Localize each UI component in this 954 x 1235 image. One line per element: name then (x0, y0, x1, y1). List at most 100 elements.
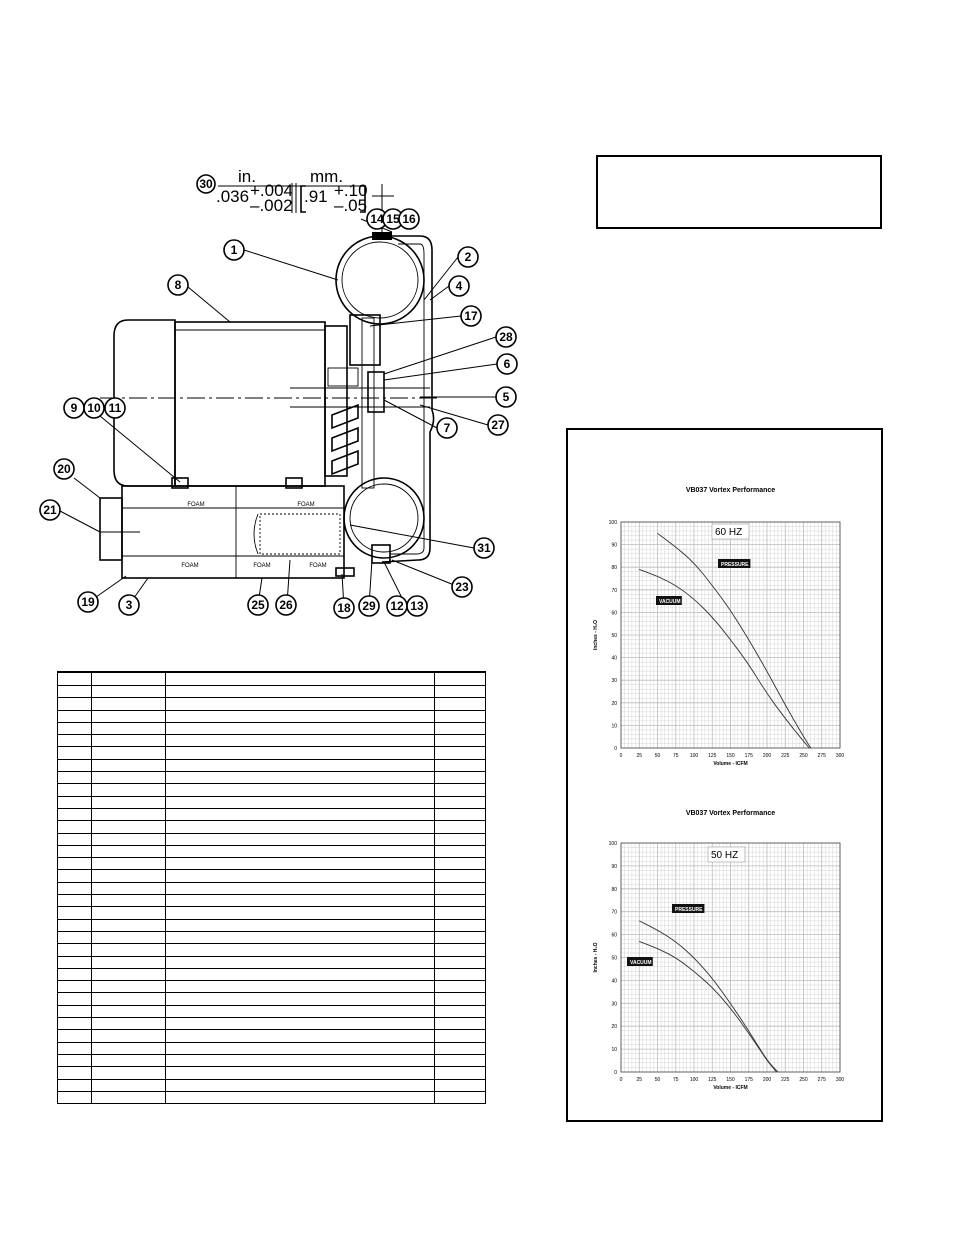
table-cell (91, 820, 166, 834)
svg-text:30: 30 (199, 177, 213, 191)
y-tick-label: 90 (611, 543, 617, 549)
table-cell (434, 734, 486, 748)
svg-text:25: 25 (251, 598, 265, 612)
table-cell (165, 758, 435, 773)
table-cell (165, 671, 435, 686)
table-cell (165, 980, 435, 994)
table-cell (57, 1090, 92, 1105)
svg-text:7: 7 (444, 421, 451, 435)
table-cell (434, 721, 486, 736)
foam-label-1: FOAM (187, 502, 204, 508)
table-cell (165, 1078, 435, 1092)
table-cell (434, 844, 486, 859)
table-cell (434, 1041, 486, 1055)
table-row (57, 1053, 486, 1068)
y-tick-label: 80 (611, 887, 617, 893)
callout-19: 19 (77, 591, 99, 613)
table-row (57, 746, 486, 760)
x-tick-label: 250 (799, 753, 808, 759)
y-axis-label: Inches - H₂O (593, 942, 599, 972)
table-row (57, 918, 486, 932)
callout-21: 21 (39, 499, 61, 521)
x-axis-label: Volume - ICFM (713, 1085, 747, 1091)
dim-mm-base: .91 (304, 187, 328, 206)
table-cell (434, 992, 486, 1006)
table-cell (165, 894, 435, 908)
table-cell (165, 721, 435, 736)
table-cell (91, 795, 166, 809)
table-row (57, 881, 486, 896)
svg-text:5: 5 (503, 390, 510, 404)
blower-housing (331, 232, 435, 564)
foam-label-4: FOAM (253, 563, 270, 569)
table-row (57, 894, 486, 908)
table-cell (57, 697, 92, 711)
table-cell (91, 1017, 166, 1031)
x-tick-label: 0 (620, 753, 623, 759)
table-cell (165, 844, 435, 859)
x-tick-label: 250 (799, 1077, 808, 1083)
table-row (57, 1066, 486, 1080)
table-row (57, 1017, 486, 1031)
table-cell (434, 1066, 486, 1080)
series-line-pressure (657, 532, 812, 749)
table-cell (91, 857, 166, 871)
table-cell (91, 1090, 166, 1105)
x-tick-label: 25 (636, 753, 642, 759)
table-cell (434, 807, 486, 822)
svg-text:15: 15 (386, 212, 400, 226)
table-cell (91, 881, 166, 896)
table-cell (434, 832, 486, 846)
table-cell (91, 771, 166, 785)
callout-2: 2 (457, 246, 479, 268)
dim-in-plus: +.004 (250, 181, 293, 200)
table-cell (434, 918, 486, 932)
x-tick-label: 225 (781, 753, 790, 759)
callout-18: 18 (333, 597, 355, 619)
tolerance-block: 30 in. mm. .036 +.004 –.002 .91 +.10 –.0… (196, 167, 394, 240)
y-tick-label: 10 (611, 723, 617, 729)
table-cell (57, 709, 92, 723)
table-row (57, 1090, 486, 1105)
callout-23: 23 (451, 576, 473, 598)
callout-16: 16 (398, 208, 420, 230)
table-cell (91, 783, 166, 797)
table-row (57, 1004, 486, 1019)
table-cell (57, 1053, 92, 1068)
table-row (57, 869, 486, 883)
table-cell (91, 1029, 166, 1043)
callout-1: 1 (223, 239, 245, 261)
x-tick-label: 75 (673, 753, 679, 759)
table-row (57, 795, 486, 809)
x-tick-label: 100 (690, 753, 699, 759)
frequency-label: 60 HZ (711, 523, 750, 540)
table-row (57, 967, 486, 982)
callout-25: 25 (247, 594, 269, 616)
x-tick-label: 200 (763, 753, 772, 759)
table-cell (57, 967, 92, 982)
table-cell (57, 1066, 92, 1080)
x-tick-label: 100 (690, 1077, 699, 1083)
table-cell (91, 906, 166, 920)
y-tick-label: 20 (611, 701, 617, 707)
table-cell (57, 955, 92, 969)
dim-in-minus: –.002 (250, 196, 293, 215)
table-cell (165, 943, 435, 957)
table-row (57, 980, 486, 994)
y-tick-label: 100 (609, 841, 618, 847)
table-cell (57, 684, 92, 699)
x-tick-label: 200 (763, 1077, 772, 1083)
series-label-pressure: PRESSURE (672, 904, 705, 913)
callout-5: 5 (495, 386, 517, 408)
callout-11: 11 (104, 397, 126, 419)
table-cell (91, 980, 166, 994)
parts-list-table (57, 671, 486, 1105)
plot-area (620, 521, 841, 749)
table-row (57, 758, 486, 773)
table-cell (91, 894, 166, 908)
table-cell (165, 881, 435, 896)
table-cell (57, 918, 92, 932)
table-cell (434, 1053, 486, 1068)
